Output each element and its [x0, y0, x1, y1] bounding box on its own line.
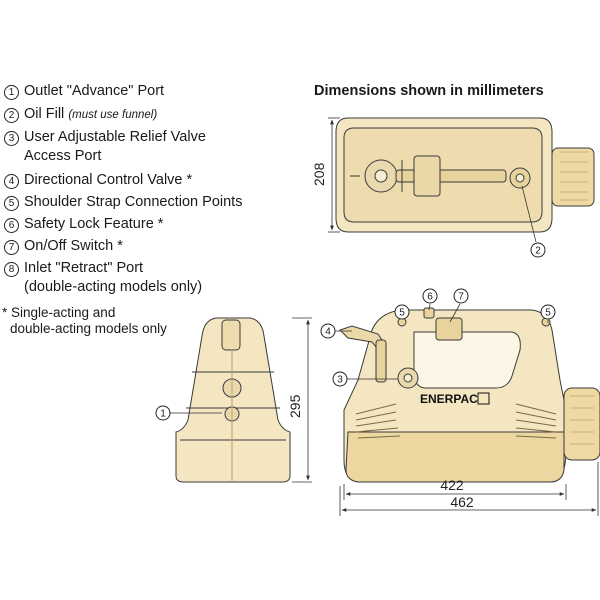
callout-6-circle [422, 288, 438, 304]
legend-text: Outlet "Advance" Port [24, 83, 165, 99]
footnote: * Single-acting and double-acting models… [2, 305, 167, 337]
callout-7: 7 [458, 292, 464, 303]
callout-3-circle [332, 371, 348, 387]
callout-7-circle [453, 288, 469, 304]
dimension-422-label: 422 [440, 477, 464, 493]
dimension-208 [328, 117, 340, 233]
legend-text: Shoulder Strap Connection Points [24, 194, 243, 210]
dimension-422 [343, 484, 567, 500]
legend-number: 1 [4, 85, 19, 100]
callout-2: 2 [535, 246, 541, 257]
callout-4: 4 [325, 327, 331, 338]
legend-number: 3 [4, 131, 19, 146]
front-view [175, 317, 291, 483]
legend-note: (must use funnel) [68, 109, 158, 121]
legend-number: 5 [4, 196, 19, 211]
footnote-line-2: double-acting models only [10, 321, 167, 336]
callout-1: 1 [160, 409, 166, 420]
callout-5b: 5 [545, 308, 551, 319]
callout-2-circle [530, 242, 546, 258]
legend-text: Safety Lock Feature * [24, 216, 164, 232]
side-view [339, 307, 600, 483]
legend-number: 4 [4, 174, 19, 189]
footnote-line-1: * Single-acting and [2, 305, 116, 320]
legend-text: Oil Fill [24, 106, 65, 122]
legend-subtext: Access Port [24, 148, 102, 164]
legend-number: 7 [4, 240, 19, 255]
dimension-462-label: 462 [450, 494, 474, 510]
callout-6: 6 [427, 292, 433, 303]
dimensions-heading: Dimensions shown in millimeters [314, 83, 544, 99]
legend-subtext: (double-acting models only) [24, 279, 203, 295]
legend-text: Directional Control Valve * [24, 172, 193, 188]
callout-5b-circle [540, 304, 556, 320]
legend-number: 2 [4, 108, 19, 123]
callout-5a: 5 [399, 308, 405, 319]
dimension-208-label: 208 [311, 162, 327, 186]
dimension-295 [292, 317, 312, 483]
legend-number: 8 [4, 262, 19, 277]
dimension-462 [339, 462, 599, 516]
callout-4-circle [320, 323, 336, 339]
legend-text: Inlet "Retract" Port [24, 260, 144, 276]
dimension-295-label: 295 [287, 394, 303, 418]
callout-3: 3 [337, 375, 343, 386]
callout-5a-circle [394, 304, 410, 320]
legend-number: 6 [4, 218, 19, 233]
callout-1-circle [155, 405, 171, 421]
top-view [335, 117, 595, 233]
legend-text: User Adjustable Relief Valve [24, 129, 206, 145]
legend-text: On/Off Switch * [24, 238, 123, 254]
brand-logo: ENERPAC [420, 392, 478, 406]
brand-logo-mark [477, 392, 490, 405]
